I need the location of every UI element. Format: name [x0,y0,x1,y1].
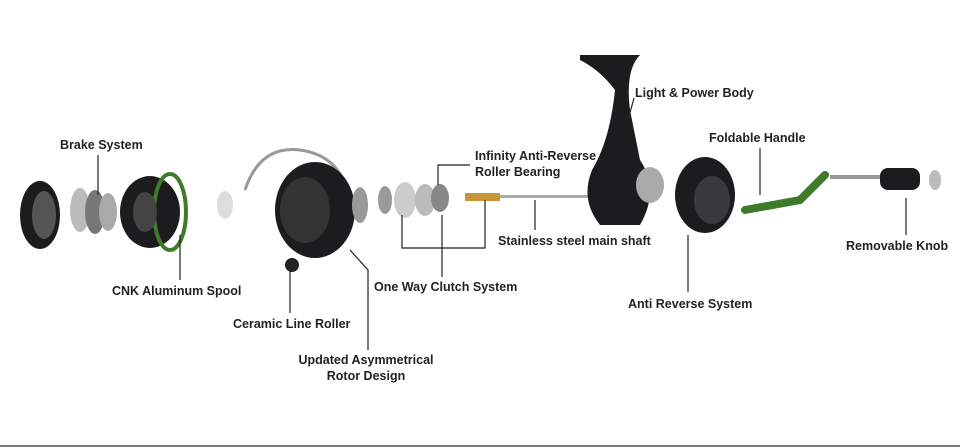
label-body: Light & Power Body [635,86,754,100]
label-line-roller: Ceramic Line Roller [233,317,351,331]
anti-reverse-part [675,157,735,233]
label-clutch: One Way Clutch System [374,280,518,294]
leader-lines [97,97,907,350]
label-rotor-line1: Updated Asymmetrical [298,353,434,367]
drag-knob-part [20,181,60,249]
spool-part [120,172,188,252]
label-rotor-line2: Rotor Design [326,369,406,383]
rotor-part [217,148,368,272]
label-anti-reverse: Anti Reverse System [628,297,753,311]
handle-part [741,168,941,214]
label-rotor: Updated Asymmetrical Rotor Design [296,352,436,384]
label-handle: Foldable Handle [709,131,806,145]
label-bearing: Infinity Anti-Reverse Roller Bearing [475,148,596,180]
label-bearing-line2: Roller Bearing [475,165,561,179]
bearing-parts [378,182,500,218]
label-shaft: Stainless steel main shaft [498,234,651,248]
brake-washers-part [70,188,117,234]
label-bearing-line1: Infinity Anti-Reverse [475,149,597,163]
bottom-divider [0,445,960,447]
label-spool: CNK Aluminum Spool [112,284,242,298]
main-shaft-part [500,195,595,198]
label-brake-system: Brake System [60,138,143,152]
label-knob: Removable Knob [846,239,949,253]
body-part [580,55,664,225]
